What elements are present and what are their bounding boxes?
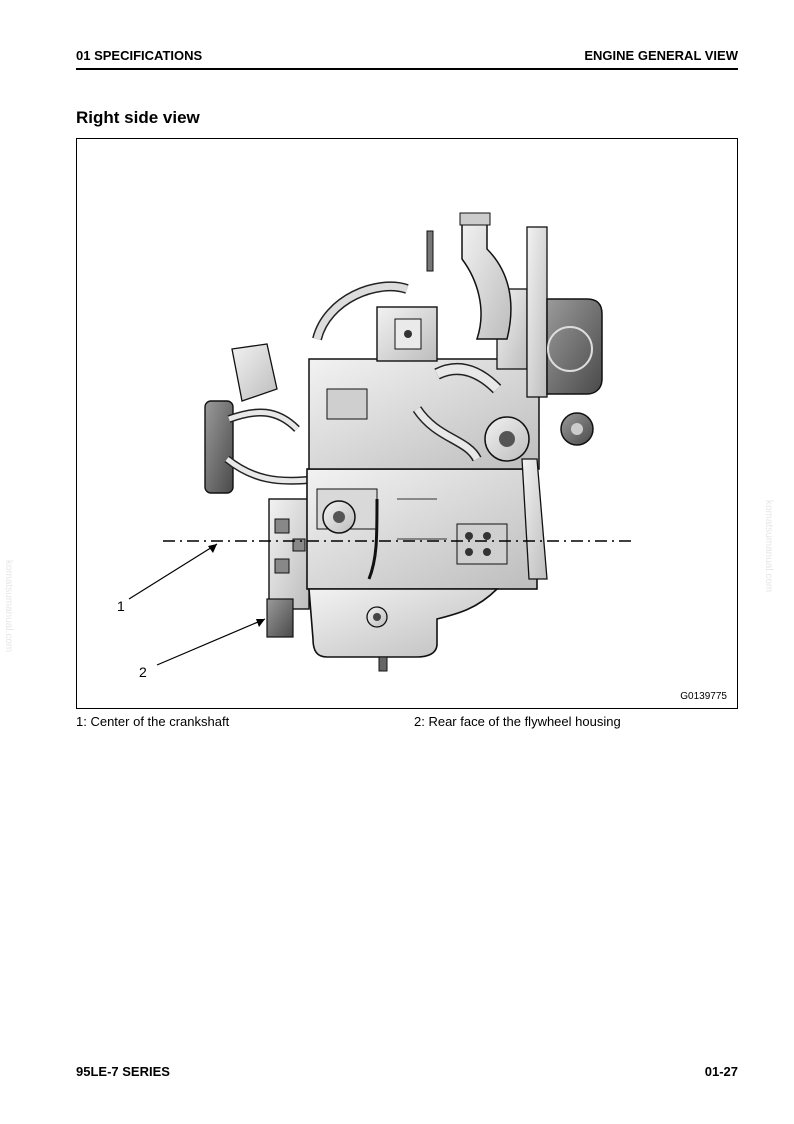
figure-id: G0139775 [680, 691, 727, 702]
page-number: 01-27 [704, 1064, 738, 1079]
leader-line-1 [128, 543, 218, 600]
callout-1: 1 [117, 598, 125, 614]
engine-figure: 1 2 G0139775 [76, 138, 738, 709]
flywheel-housing [266, 498, 310, 638]
callout-2: 2 [139, 664, 147, 680]
air-intake [459, 212, 548, 398]
footer-series: 95LE-7 SERIES [76, 1064, 170, 1079]
leader-arrow-2 [256, 619, 265, 627]
oil-pan [308, 588, 499, 672]
watermark-right: komatsumanual.com [763, 500, 774, 593]
fan-pulley [484, 298, 603, 580]
section-title: Right side view [76, 108, 200, 127]
header-section: 01 SPECIFICATIONS [76, 48, 203, 63]
watermark-left: komatsumanual.com [3, 560, 14, 653]
leader-arrow-1 [208, 544, 217, 553]
page-footer: 95LE-7 SERIES 01-27 [76, 1064, 738, 1082]
oil-filter [204, 343, 318, 494]
engine-illustration: 1 2 [117, 212, 635, 680]
caption-2: 2: Rear face of the flywheel housing [414, 714, 621, 729]
cylinder-head [308, 230, 540, 470]
engine-block [306, 468, 538, 590]
caption-1: 1: Center of the crankshaft [76, 714, 230, 729]
page-header: 01 SPECIFICATIONS ENGINE GENERAL VIEW [76, 48, 738, 70]
leader-line-2 [156, 618, 266, 666]
header-topic: ENGINE GENERAL VIEW [584, 48, 738, 63]
